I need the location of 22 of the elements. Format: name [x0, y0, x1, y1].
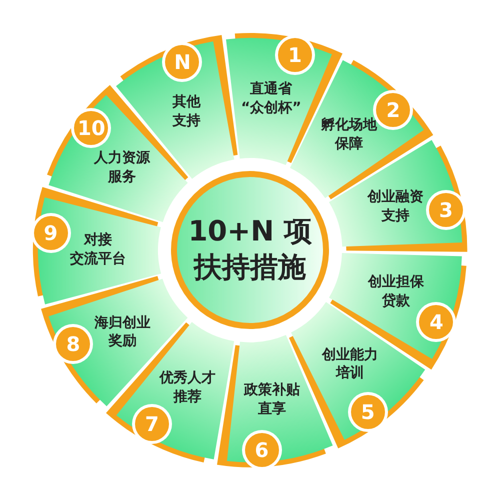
number-badge: 5	[350, 394, 385, 429]
support-label: 创业融资支持	[368, 188, 424, 226]
support-label: 其他支持	[172, 93, 200, 131]
number-badge: 10	[74, 111, 108, 146]
support-label: 海归创业奖励	[94, 314, 150, 352]
number-badge: 2	[376, 93, 410, 128]
number-badge: N	[165, 44, 200, 79]
number-badge: 9	[34, 216, 68, 250]
support-label: 对接交流平台	[70, 232, 126, 270]
number-badge: 6	[244, 432, 279, 467]
support-label: 创业能力培训	[322, 346, 378, 384]
support-label: 优秀人才推荐	[159, 370, 216, 408]
number-badge: 4	[419, 305, 454, 340]
support-label: 人力资源服务	[94, 149, 150, 188]
support-label: 孵化场地保障	[321, 116, 378, 154]
support-label: 政策补贴直享	[244, 381, 300, 420]
number-badge: 7	[134, 407, 169, 442]
number-badge: 3	[428, 192, 463, 227]
support-label: 直通省“众创杯”	[240, 80, 302, 118]
number-badge: 8	[56, 326, 90, 361]
number-badge: 1	[278, 38, 312, 72]
center-title: 10+N 项扶持措施	[188, 214, 312, 286]
